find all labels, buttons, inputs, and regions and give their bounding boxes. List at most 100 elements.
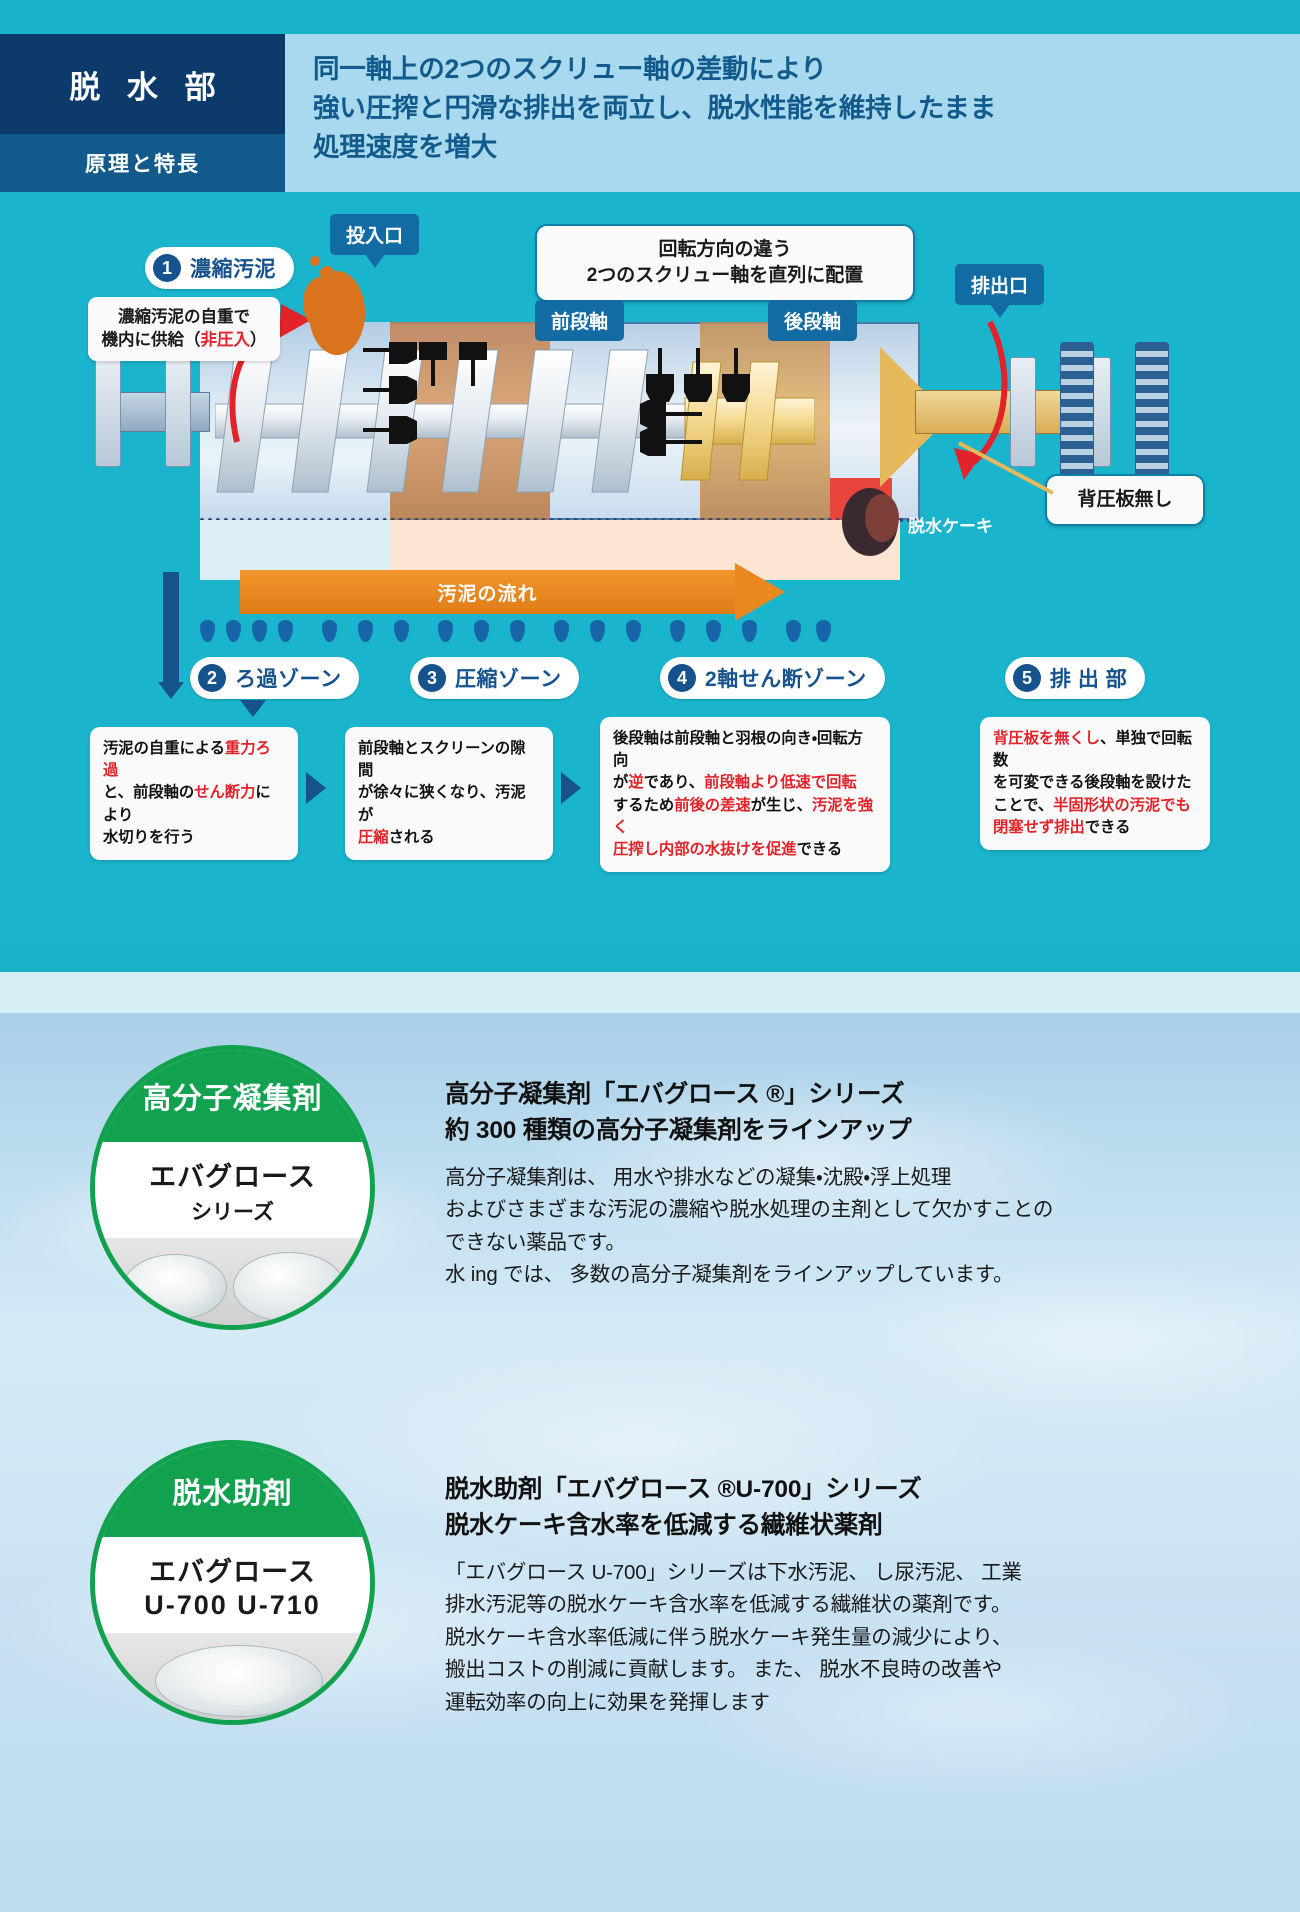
dewatered-cake-label: 脱水ケーキ bbox=[908, 517, 993, 536]
product-1-name: エバグロース シリーズ bbox=[95, 1142, 370, 1238]
zone-3-number: 3 bbox=[418, 664, 446, 692]
product-2-title-line-2: 脱水ケーキ含水率を低減する繊維状薬剤 bbox=[445, 1511, 883, 1539]
sprocket-1 bbox=[1060, 342, 1094, 482]
note-1-b: ） bbox=[250, 330, 267, 349]
desc-box-1: 汚泥の自重による重力ろ過と、前段軸のせん断力により水切りを行う bbox=[90, 727, 298, 860]
top-spacer bbox=[0, 0, 1300, 34]
bearing-left-1 bbox=[95, 357, 121, 467]
pill-1-label: 濃縮汚泥 bbox=[190, 258, 276, 281]
zone-4-number: 4 bbox=[668, 664, 696, 692]
product-1-body-line-1: 高分子凝集剤は、 用水や排水などの凝集・沈殿・浮上処理 bbox=[445, 1166, 952, 1190]
product-2-body-line-1: 「エバグロース U-700」シリーズは下水汚泥、 し尿汚泥、 工業 bbox=[445, 1561, 1022, 1585]
sludge-flow-arrow: 汚泥の流れ bbox=[240, 563, 785, 621]
filtrate-drops bbox=[190, 618, 831, 654]
tag-rear-shaft-label: 後段軸 bbox=[784, 312, 842, 333]
product-1-category: 高分子凝集剤 bbox=[95, 1050, 370, 1142]
section-lead: 同一軸上の2つのスクリュー軸の差動により 強い圧搾と円滑な排出を両立し、脱水性能… bbox=[285, 34, 1300, 192]
zone-5-number: 5 bbox=[1013, 664, 1041, 692]
tag-inlet: 投入口 bbox=[330, 214, 420, 268]
zone-connector-line bbox=[163, 572, 179, 684]
product-1-body: 高分子凝集剤は、 用水や排水などの凝集・沈殿・浮上処理 およびさまざまな汚泥の濃… bbox=[445, 1162, 1205, 1292]
product-2-name: エバグロース U-700 U-710 bbox=[95, 1537, 370, 1633]
center-note-line-1: 回転方向の違う bbox=[658, 239, 792, 260]
no-backplate-label: 背圧板無し bbox=[1077, 489, 1173, 510]
no-backplate-note: 背圧板無し bbox=[1045, 474, 1205, 527]
tag-front-shaft-label: 前段軸 bbox=[551, 312, 609, 333]
zone-pill-2: 2 ろ過ゾーン bbox=[190, 657, 360, 699]
product-1-name-line-2: シリーズ bbox=[191, 1200, 274, 1224]
lead-line-2: 強い圧搾と円滑な排出を両立し、脱水性能を維持したまま bbox=[313, 92, 997, 123]
tag-inlet-label: 投入口 bbox=[346, 226, 404, 247]
product-2-body-line-2: 排水汚泥等の脱水ケーキ含水率を低減する繊維状の薬剤です。 bbox=[445, 1593, 1012, 1617]
product-1-title-line-2: 約 300 種類の高分子凝集剤をラインアップ bbox=[445, 1116, 912, 1144]
product-1-badge-circle: 高分子凝集剤 エバグロース シリーズ bbox=[90, 1045, 375, 1330]
sludge-flow-bar: 汚泥の流れ bbox=[240, 570, 735, 614]
desc-box-2: 前段軸とスクリーンの隙間が徐々に狭くなり、汚泥が圧縮される bbox=[345, 727, 553, 860]
zone-connector-arrow bbox=[158, 682, 184, 699]
product-2-badge-circle: 脱水助剤 エバグロース U-700 U-710 bbox=[90, 1440, 375, 1725]
section-badge-subtitle: 原理と特長 bbox=[0, 134, 285, 192]
bearing-right-1 bbox=[1010, 357, 1036, 467]
product-1-copy: 高分子凝集剤「エバグロース ®」シリーズ 約 300 種類の高分子凝集剤をライン… bbox=[445, 1077, 1205, 1292]
product-2-body-line-4: 搬出コストの削減に貢献します。 また、 脱水不良時の改善や bbox=[445, 1658, 1003, 1682]
product-1-title: 高分子凝集剤「エバグロース ®」シリーズ 約 300 種類の高分子凝集剤をライン… bbox=[445, 1077, 1205, 1148]
zone-4-label: 2軸せん断ゾーン bbox=[705, 668, 867, 691]
product-2-name-line-2: U-700 U-710 bbox=[144, 1589, 321, 1620]
note-1-line-2: 機内に供給（非圧入） bbox=[100, 329, 268, 352]
zone-pill-3: 3 圧縮ゾーン bbox=[410, 657, 580, 699]
section-subtitle-text: 原理と特長 bbox=[85, 153, 200, 176]
lead-line-1: 同一軸上の2つのスクリュー軸の差動により bbox=[313, 54, 827, 84]
desc-box-4: 背圧板を無くし、単独で回転数を可変できる後段軸を設けたことで、半固形状の汚泥でも… bbox=[980, 717, 1210, 850]
product-2-title: 脱水助剤「エバグロース ®U-700」シリーズ 脱水ケーキ含水率を低減する繊維状… bbox=[445, 1472, 1205, 1543]
fiber-sample bbox=[187, 1655, 291, 1705]
sludge-flow-label: 汚泥の流れ bbox=[437, 583, 538, 605]
tag-front-shaft: 前段軸 bbox=[535, 300, 625, 341]
desc-chevron-1 bbox=[306, 772, 326, 804]
zone-5-label: 排 出 部 bbox=[1050, 668, 1128, 691]
product-2-body: 「エバグロース U-700」シリーズは下水汚泥、 し尿汚泥、 工業 排水汚泥等の… bbox=[445, 1557, 1205, 1719]
product-2-copy: 脱水助剤「エバグロース ®U-700」シリーズ 脱水ケーキ含水率を低減する繊維状… bbox=[445, 1472, 1205, 1719]
center-note-line-2: 2つのスクリュー軸を直列に配置 bbox=[586, 265, 864, 287]
dewatering-section: 脱 水 部 原理と特長 同一軸上の2つのスクリュー軸の差動により 強い圧搾と円滑… bbox=[0, 0, 1300, 940]
tag-outlet-label: 排出口 bbox=[971, 276, 1029, 297]
petri-dish-right bbox=[233, 1252, 345, 1322]
sludge-flow-tip bbox=[735, 563, 785, 621]
note-non-pressure-feed: 濃縮汚泥の自重で 機内に供給（非圧入） bbox=[88, 297, 280, 361]
direction-arrows-rear bbox=[640, 348, 790, 472]
note-1-a: 機内に供給（ bbox=[101, 330, 201, 349]
section-badge-title: 脱 水 部 bbox=[0, 34, 285, 134]
lead-line-3: 処理速度を増大 bbox=[313, 131, 498, 162]
product-2-body-line-3: 脱水ケーキ含水率低減に伴う脱水ケーキ発生量の減少により、 bbox=[445, 1625, 1013, 1649]
product-2-title-line-1: 脱水助剤「エバグロース ®U-700」シリーズ bbox=[445, 1476, 922, 1503]
chemicals-section: 高分子凝集剤 エバグロース シリーズ 高分子凝集剤「エバグロース ®」シリーズ … bbox=[0, 940, 1300, 1912]
dewatered-cake-blob bbox=[842, 488, 899, 556]
product-1-body-line-3: できない薬品です。 bbox=[445, 1230, 626, 1254]
sludge-inlet-blob bbox=[303, 256, 365, 355]
product-2-category: 脱水助剤 bbox=[95, 1445, 370, 1537]
product-2-photo bbox=[95, 1633, 370, 1720]
tag-outlet: 排出口 bbox=[955, 264, 1045, 318]
zone-pill-5: 5 排 出 部 bbox=[1005, 657, 1146, 699]
screw-press-diagram: 汚泥の流れ 投入口 bbox=[0, 192, 1300, 940]
zone-2-label: ろ過ゾーン bbox=[235, 668, 342, 691]
section-header: 脱 水 部 原理と特長 同一軸上の2つのスクリュー軸の差動により 強い圧搾と円滑… bbox=[0, 34, 1300, 192]
tag-rear-shaft: 後段軸 bbox=[768, 300, 858, 341]
desc-chevron-2 bbox=[561, 772, 581, 804]
zone-3-label: 圧縮ゾーン bbox=[455, 668, 562, 691]
product-1-body-line-4: 水 ing では、 多数の高分子凝集剤をラインアップしています。 bbox=[445, 1263, 1014, 1287]
no-backplate-leader bbox=[958, 441, 1054, 495]
desc-1-arrow bbox=[240, 700, 266, 717]
note-1-red: 非圧入 bbox=[200, 330, 251, 349]
center-note: 回転方向の違う 2つのスクリュー軸を直列に配置 bbox=[535, 224, 915, 303]
product-1-title-line-1: 高分子凝集剤「エバグロース ®」シリーズ bbox=[445, 1081, 905, 1108]
note-1-line-1: 濃縮汚泥の自重で bbox=[118, 308, 250, 326]
pill-1-number: 1 bbox=[153, 254, 181, 282]
product-1-body-line-2: およびさまざまな汚泥の濃縮や脱水処理の主剤として欠かすことの bbox=[445, 1198, 1054, 1222]
product-1-name-line-1: エバグロース bbox=[149, 1161, 316, 1192]
powder-sample bbox=[139, 1264, 209, 1304]
sprocket-2 bbox=[1135, 342, 1169, 482]
product-2-body-line-5: 運転効率の向上に効果を発揮します bbox=[445, 1690, 770, 1714]
desc-box-3: 後段軸は前段軸と羽根の向き・回転方向が逆であり、前段軸より低速で回転するため前後… bbox=[600, 717, 890, 873]
zone-2-number: 2 bbox=[198, 664, 226, 692]
direction-arrows-front bbox=[363, 342, 515, 472]
